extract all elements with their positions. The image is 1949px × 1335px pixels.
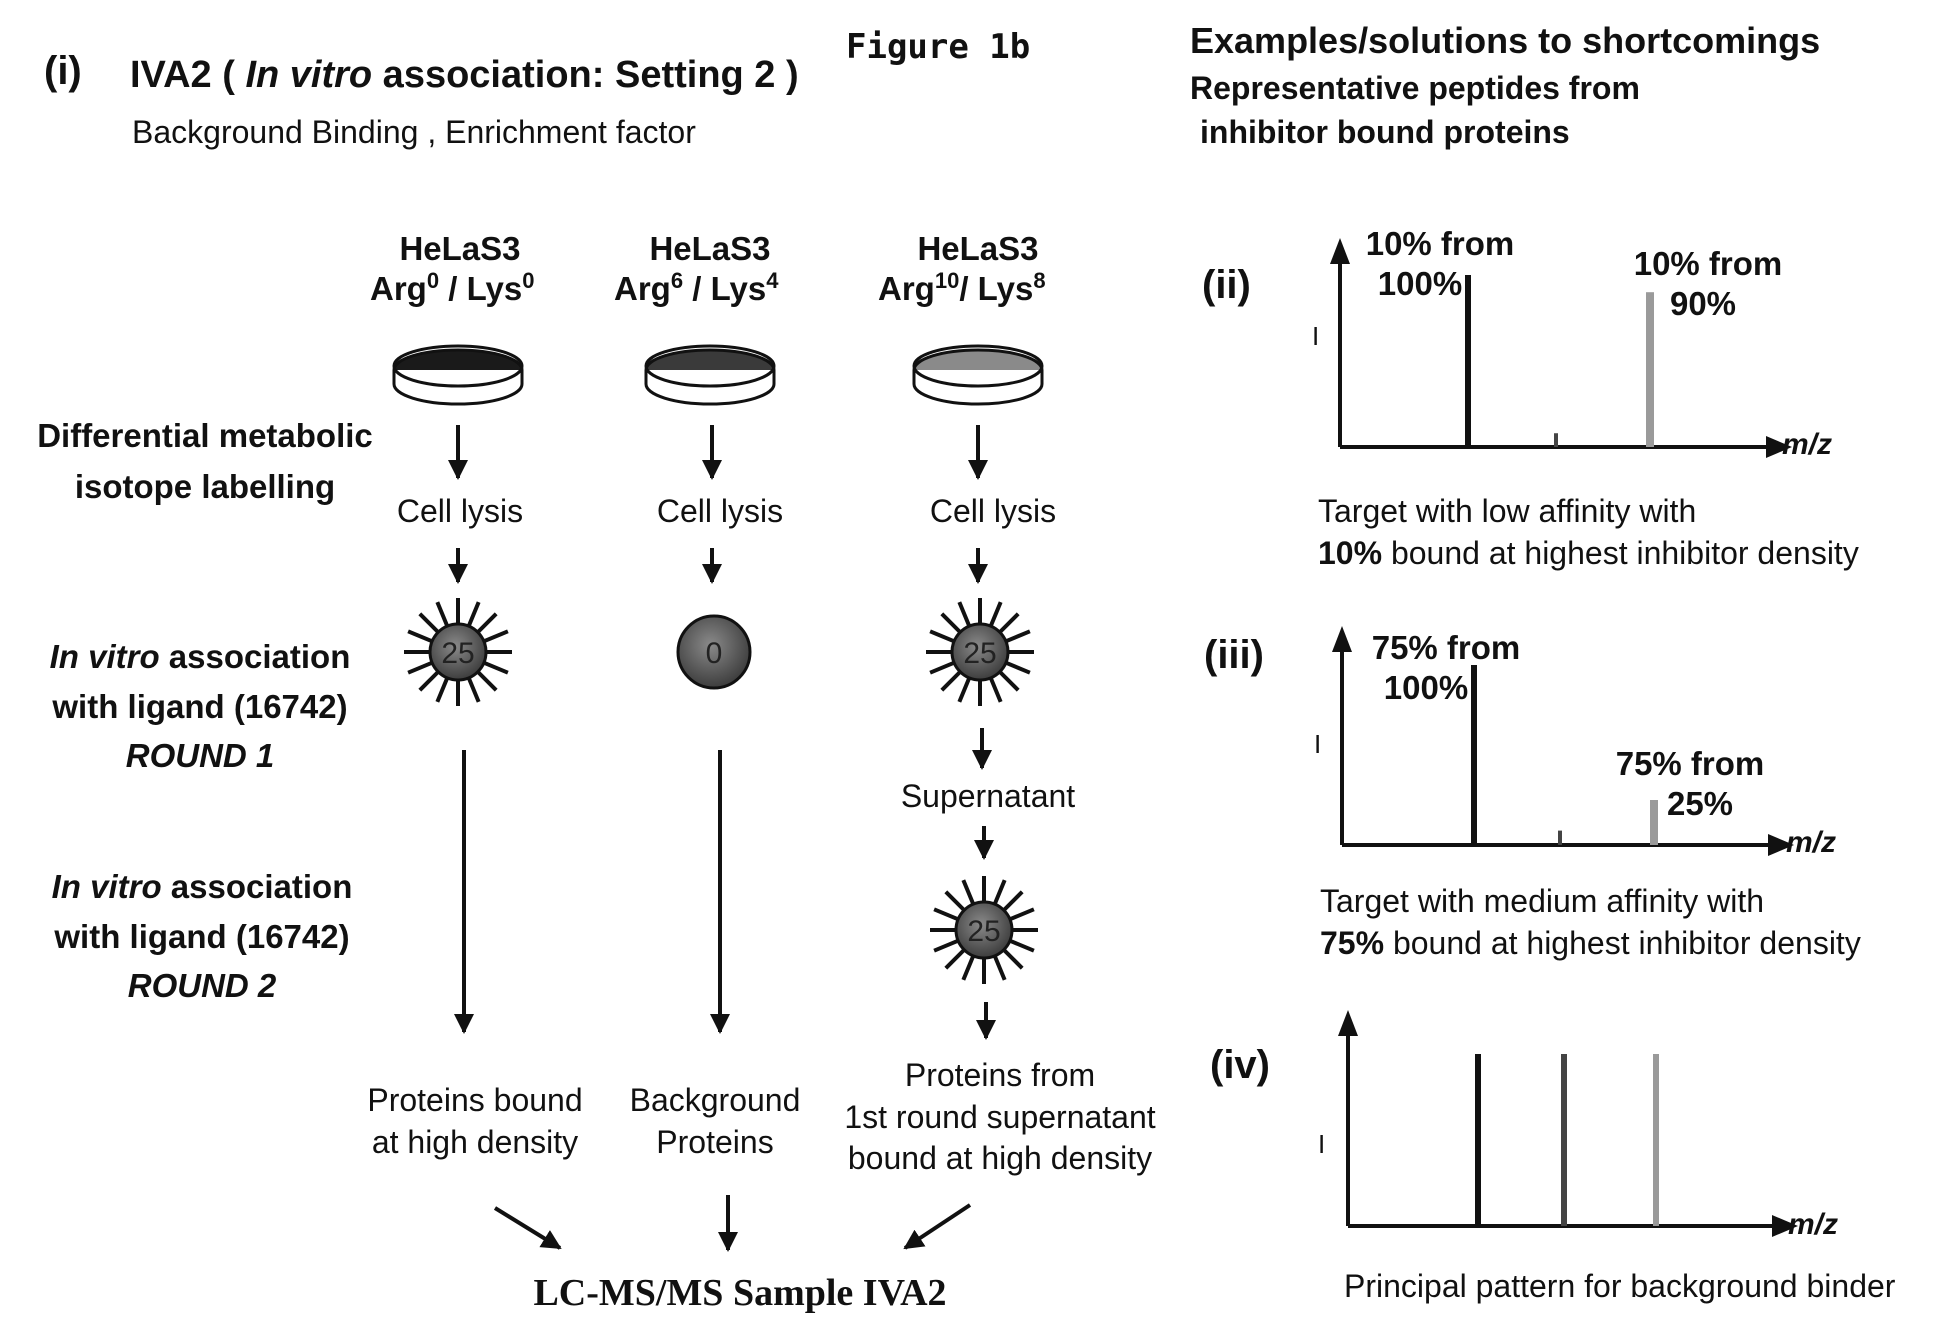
ligand-spike (930, 662, 956, 673)
ligand-spike (482, 662, 508, 673)
spectrum-label-iv: (iv) (1210, 1042, 1270, 1088)
ligand-spike (476, 614, 496, 634)
spectrum-iii-y-axis-label: I (1314, 730, 1321, 760)
ligand-spike (930, 631, 956, 642)
spectrum-label-ii: (ii) (1202, 262, 1251, 308)
ligand-spike (1008, 909, 1034, 920)
ligand-spike (959, 602, 970, 628)
ligand-spike (959, 676, 970, 702)
ligand-spike (934, 940, 960, 951)
spectrum-iii-x-axis-label: m/z (1786, 826, 1836, 861)
caption-line2: 75% bound at highest inhibitor density (1320, 922, 1861, 964)
ligand-spike (934, 909, 960, 920)
caption-line2: 10% bound at highest inhibitor density (1318, 532, 1859, 574)
spectrum-peak (1558, 831, 1562, 845)
spectrum-4 (1338, 1010, 1798, 1237)
caption-bold: 10% (1318, 535, 1382, 571)
arrows-lysis-to-bead (458, 548, 978, 582)
spectrum-peak (1653, 1054, 1659, 1226)
petri-dish-1 (394, 346, 522, 404)
ligand-spike (437, 676, 448, 702)
caption-rest: bound at highest inhibitor density (1382, 535, 1859, 571)
spectrum-peak (1475, 1054, 1481, 1226)
ligand-spike (437, 602, 448, 628)
arrows-dish-to-lysis (458, 425, 978, 478)
annotation-line2: 100% (1310, 264, 1530, 304)
arrows-long (464, 728, 986, 1038)
annotation-line1: 10% from (1350, 224, 1530, 264)
y-axis-arrowhead (1338, 1010, 1358, 1036)
spectrum-ii-caption: Target with low affinity with 10% bound … (1318, 490, 1859, 574)
ligand-spike (998, 670, 1018, 690)
ligand-spike (1004, 631, 1030, 642)
ligand-spike (963, 954, 974, 980)
ligand-spike (468, 676, 479, 702)
caption-rest: bound at highest inhibitor density (1384, 925, 1861, 961)
ligand-spike (420, 670, 440, 690)
spectrum-iv-x-axis-label: m/z (1788, 1208, 1838, 1243)
ligand-spike (1002, 948, 1022, 968)
annotation-line1: 10% from (1618, 244, 1798, 284)
annotation-line2: 25% (1620, 784, 1780, 824)
annotation-line2: 90% (1608, 284, 1798, 324)
caption-line1: Target with low affinity with (1318, 490, 1859, 532)
spectrum-ii-peak3-annotation: 10% from 90% (1618, 244, 1798, 323)
spectrum-iv-y-axis-label: I (1318, 1130, 1325, 1160)
bead-number-4: 25 (967, 915, 1000, 948)
spectra-layer (1330, 238, 1798, 1237)
ligand-spike (946, 892, 966, 912)
spectrum-iv-caption: Principal pattern for background binder (1344, 1268, 1895, 1305)
ligand-spike (468, 602, 479, 628)
ligand-spike (942, 670, 962, 690)
ligand-spike (963, 880, 974, 906)
annotation-line1: 75% from (1600, 744, 1780, 784)
ligand-spike (408, 662, 434, 673)
ligand-spike (1008, 940, 1034, 951)
ligand-spike (942, 614, 962, 634)
ligand-spike (994, 880, 1005, 906)
ligand-spike (482, 631, 508, 642)
spectrum-peak (1561, 1054, 1567, 1226)
spectrum-iii-caption: Target with medium affinity with 75% bou… (1320, 880, 1861, 964)
spectrum-iii-peak1-annotation: 75% from 100% (1356, 628, 1536, 707)
annotation-line1: 75% from (1356, 628, 1536, 668)
arrow (495, 1208, 560, 1248)
petri-dish-3 (914, 346, 1042, 404)
arrows-to-sample (495, 1195, 970, 1250)
bead-number-2: 0 (706, 637, 723, 670)
caption-line1: Target with medium affinity with (1320, 880, 1861, 922)
bead-number-3: 25 (963, 637, 996, 670)
ligand-spike (994, 954, 1005, 980)
arrow (905, 1205, 970, 1248)
ligand-spike (1002, 892, 1022, 912)
bead-number-1: 25 (441, 637, 474, 670)
ligand-spike (946, 948, 966, 968)
spectrum-ii-peak1-annotation: 10% from 100% (1350, 224, 1530, 303)
y-axis-arrowhead (1332, 626, 1352, 652)
ligand-spike (476, 670, 496, 690)
caption-bold: 75% (1320, 925, 1384, 961)
spectrum-ii-y-axis-label: I (1312, 322, 1319, 352)
y-axis-arrowhead (1330, 238, 1350, 264)
ligand-spike (998, 614, 1018, 634)
ligand-spike (1004, 662, 1030, 673)
ligand-spike (420, 614, 440, 634)
ligand-spike (990, 676, 1001, 702)
spectrum-iii-peak3-annotation: 75% from 25% (1600, 744, 1780, 823)
annotation-line2: 100% (1316, 668, 1536, 708)
spectrum-ii-x-axis-label: m/z (1782, 428, 1832, 463)
ligand-spike (408, 631, 434, 642)
ligand-spike (990, 602, 1001, 628)
spectrum-peak (1554, 433, 1558, 447)
spectrum-label-iii: (iii) (1204, 632, 1264, 678)
petri-dish-2 (646, 346, 774, 404)
